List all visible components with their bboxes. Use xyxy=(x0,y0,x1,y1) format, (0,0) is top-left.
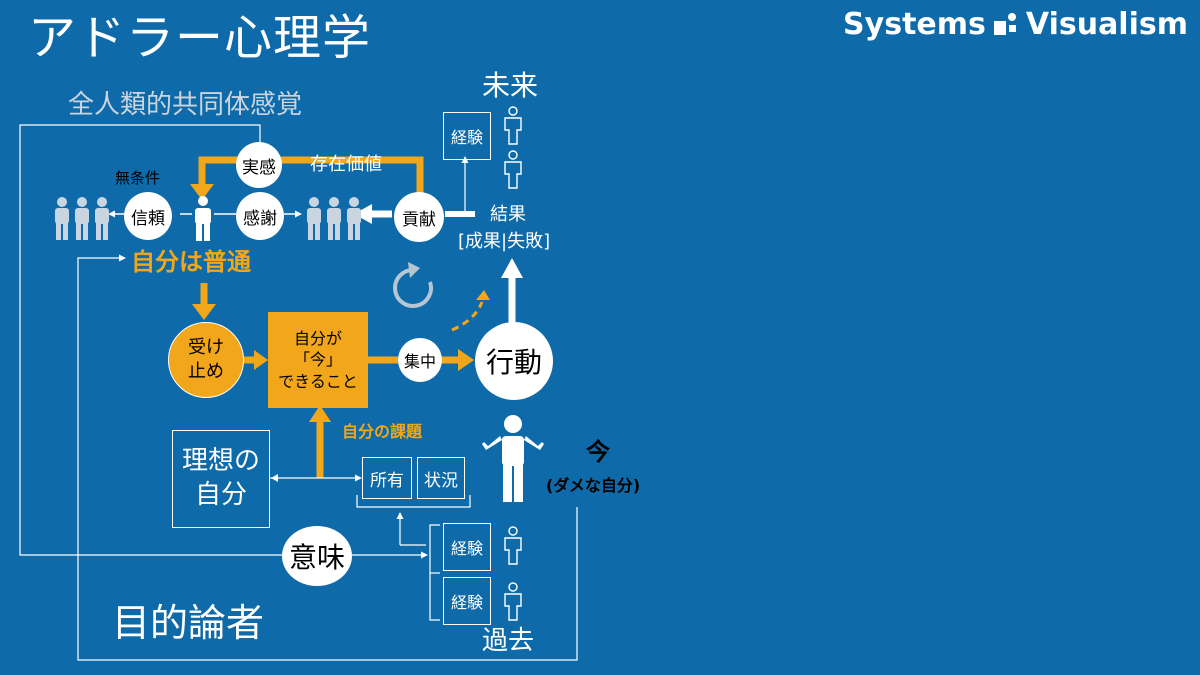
task-bracket xyxy=(356,495,471,508)
dashed-curve-arrow xyxy=(451,301,484,332)
ownership-box: 所有 xyxy=(362,457,412,499)
teleology-loop-line xyxy=(77,254,578,661)
now-label: 今 xyxy=(586,438,610,466)
brand-left: Systems xyxy=(843,7,986,42)
now-detail-label: (ダメな自分) xyxy=(546,476,641,495)
feeling-circle: 実感 xyxy=(236,142,282,188)
trust-circle: 信頼 xyxy=(124,192,172,240)
cycle-arrow-icon xyxy=(393,262,433,308)
community-feeling-label: 全人類的共同体感覚 xyxy=(68,90,303,120)
situation-box: 状況 xyxy=(417,457,465,499)
person-shrug-icon xyxy=(482,415,544,502)
teleology-label: 目的論者 xyxy=(112,601,265,645)
action-circle: 行動 xyxy=(475,322,553,400)
result-label: 結果 xyxy=(490,204,526,225)
contribution-circle: 貢献 xyxy=(394,192,444,242)
result-detail-label: [成果|失敗] xyxy=(458,231,551,252)
past-label: 過去 xyxy=(482,626,535,656)
ordinary-self-label: 自分は普通 xyxy=(131,248,251,276)
community-loop-line xyxy=(19,124,282,556)
contribution-to-feeling-arrow xyxy=(198,156,424,195)
my-task-label: 自分の課題 xyxy=(342,422,423,441)
brand-right: Visualism xyxy=(1025,7,1188,42)
future-experience-box: 経験 xyxy=(443,112,491,160)
accept-circle: 受け止め xyxy=(168,322,244,398)
meaning-circle: 意味 xyxy=(282,526,352,586)
past-experience-box-1: 経験 xyxy=(443,523,491,571)
people-group-icon xyxy=(55,197,109,240)
gratitude-circle: 感謝 xyxy=(236,192,284,240)
focus-circle: 集中 xyxy=(398,338,442,382)
people-group-icon xyxy=(307,197,361,240)
systems-visualism-logo-icon xyxy=(993,13,1018,37)
future-label: 未来 xyxy=(482,69,539,102)
unconditional-label: 無条件 xyxy=(115,169,161,187)
past-experience-box-2: 経験 xyxy=(443,577,491,625)
person-outline-icon xyxy=(504,106,522,145)
ideal-self-box: 理想の自分 xyxy=(172,430,270,528)
person-outline-icon xyxy=(504,526,522,565)
person-outline-icon xyxy=(504,582,522,621)
brand-logo: Systems Visualism xyxy=(843,10,1188,40)
can-do-now-box: 自分が「今」できること xyxy=(268,312,368,408)
existence-value-label: 存在価値 xyxy=(310,154,382,175)
page-title: アドラー心理学 xyxy=(28,10,372,66)
person-outline-icon xyxy=(504,150,522,189)
person-icon xyxy=(195,196,211,241)
